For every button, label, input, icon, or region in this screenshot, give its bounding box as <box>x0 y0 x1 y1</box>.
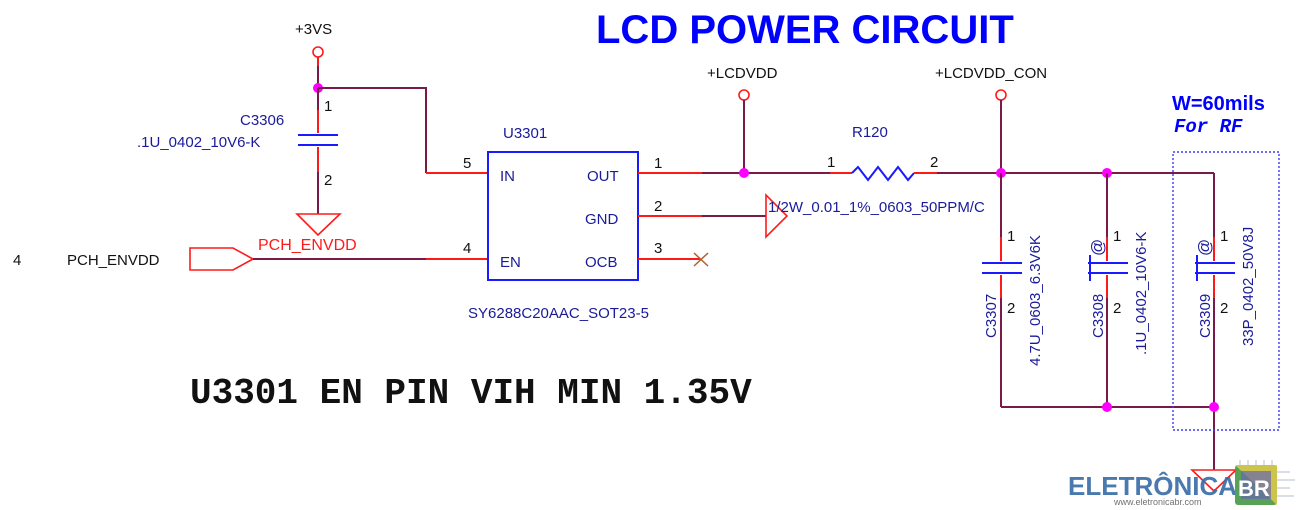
c3306-ref: C3306 <box>240 112 284 129</box>
c3307-pin2: 2 <box>1007 300 1015 317</box>
c3309-pin1: 1 <box>1220 228 1228 245</box>
junction-dot <box>739 168 749 178</box>
power-label-lcdvdd-con: +LCDVDD_CON <box>935 65 1047 82</box>
c3307-pin1: 1 <box>1007 228 1015 245</box>
c3308-pin1: 1 <box>1113 228 1121 245</box>
c3307-ref: C3307 <box>983 294 1000 338</box>
watermark-url: www.eletronicabr.com <box>1113 497 1202 507</box>
ic-u3301: U3301 SY6288C20AAC_SOT23-5 5 IN 4 EN 1 O… <box>463 125 709 322</box>
power-label-lcdvdd: +LCDVDD <box>707 65 778 82</box>
power-port-lcdvdd: +LCDVDD <box>707 65 778 173</box>
watermark-logo: ELETRÔNICA www.eletronicabr.com BR <box>1068 460 1295 507</box>
ic-pin-num-gnd: 2 <box>654 198 662 215</box>
capacitor-c3306: 1 2 C3306 .1U_0402_10V6-K <box>137 88 342 237</box>
c3306-pin2: 2 <box>324 172 332 189</box>
power-port-circle <box>738 89 750 101</box>
r120-value: 1/2W_0.01_1%_0603_50PPM/C <box>768 199 985 216</box>
ic-pin-name-in: IN <box>500 168 515 185</box>
power-port-lcdvdd-con: +LCDVDD_CON <box>935 65 1047 173</box>
ic-pin-num-en: 4 <box>463 240 471 257</box>
ic-pin-num-ocb: 3 <box>654 240 662 257</box>
ic-pin-name-ocb: OCB <box>585 254 618 271</box>
c3307-value: 4.7U_0603_6.3V6K <box>1027 235 1044 366</box>
c3306-value: .1U_0402_10V6-K <box>137 134 260 151</box>
ground-icon <box>1190 469 1238 493</box>
offpage-name: PCH_ENVDD <box>67 252 160 269</box>
c3309-value: 33P_0402_50V8J <box>1240 227 1257 346</box>
power-port-circle <box>312 46 324 58</box>
capacitor-c3308: 1 2 @ C3308 .1U_0402_10V6-K <box>1088 173 1150 407</box>
capacitor-c3309: 1 2 @ C3309 33P_0402_50V8J <box>1195 173 1257 470</box>
power-port-3vs: +3VS <box>295 21 332 66</box>
ic-part: SY6288C20AAC_SOT23-5 <box>468 305 649 322</box>
rf-keepout-box <box>1172 151 1280 431</box>
offpage-arrow-icon <box>189 247 255 271</box>
offpage-connector-pch-envdd: 4 PCH_ENVDD PCH_ENVDD <box>13 237 357 271</box>
schematic-title: LCD POWER CIRCUIT <box>596 8 1014 52</box>
net-label-pch-envdd: PCH_ENVDD <box>258 237 357 254</box>
rf-purpose-note: For RF <box>1174 116 1243 138</box>
power-label-3vs: +3VS <box>295 21 332 38</box>
watermark-brand: ELETRÔNICA <box>1068 471 1237 501</box>
watermark-suffix: BR <box>1238 476 1270 501</box>
c3309-ref: C3309 <box>1197 294 1214 338</box>
ic-pin-name-gnd: GND <box>585 211 619 228</box>
ic-pin-num-out: 1 <box>654 155 662 172</box>
c3309-pin2: 2 <box>1220 300 1228 317</box>
offpage-page-number: 4 <box>13 252 21 269</box>
r120-pin1: 1 <box>827 154 835 171</box>
c3309-mark: @ <box>1195 239 1214 256</box>
wire-3vs-to-in <box>318 87 427 173</box>
ground-icon <box>765 193 789 239</box>
c3308-pin2: 2 <box>1113 300 1121 317</box>
r120-ref: R120 <box>852 124 888 141</box>
c3306-pin1: 1 <box>324 98 332 115</box>
r120-pin2: 2 <box>930 154 938 171</box>
chip-icon <box>1235 460 1295 505</box>
resistor-r120: R120 1 2 1/2W_0.01_1%_0603_50PPM/C <box>768 124 985 216</box>
ic-pin-num-in: 5 <box>463 155 471 172</box>
no-connect-icon <box>693 252 709 267</box>
power-port-circle <box>995 89 1007 101</box>
design-note: U3301 EN PIN VIH MIN 1.35V <box>190 373 752 414</box>
ic-pin-name-out: OUT <box>587 168 619 185</box>
c3308-mark: @ <box>1088 239 1107 256</box>
ic-ref: U3301 <box>503 125 547 142</box>
junction-dot <box>1209 402 1219 412</box>
capacitor-c3307: 1 2 C3307 4.7U_0603_6.3V6K <box>982 173 1044 407</box>
c3308-ref: C3308 <box>1090 294 1107 338</box>
resistor-zigzag <box>851 165 915 182</box>
junction-dot <box>1102 402 1112 412</box>
ground-icon <box>295 213 342 237</box>
ic-pin-name-en: EN <box>500 254 521 271</box>
rf-width-note: W=60mils <box>1172 93 1265 115</box>
c3308-value: .1U_0402_10V6-K <box>1133 232 1150 355</box>
